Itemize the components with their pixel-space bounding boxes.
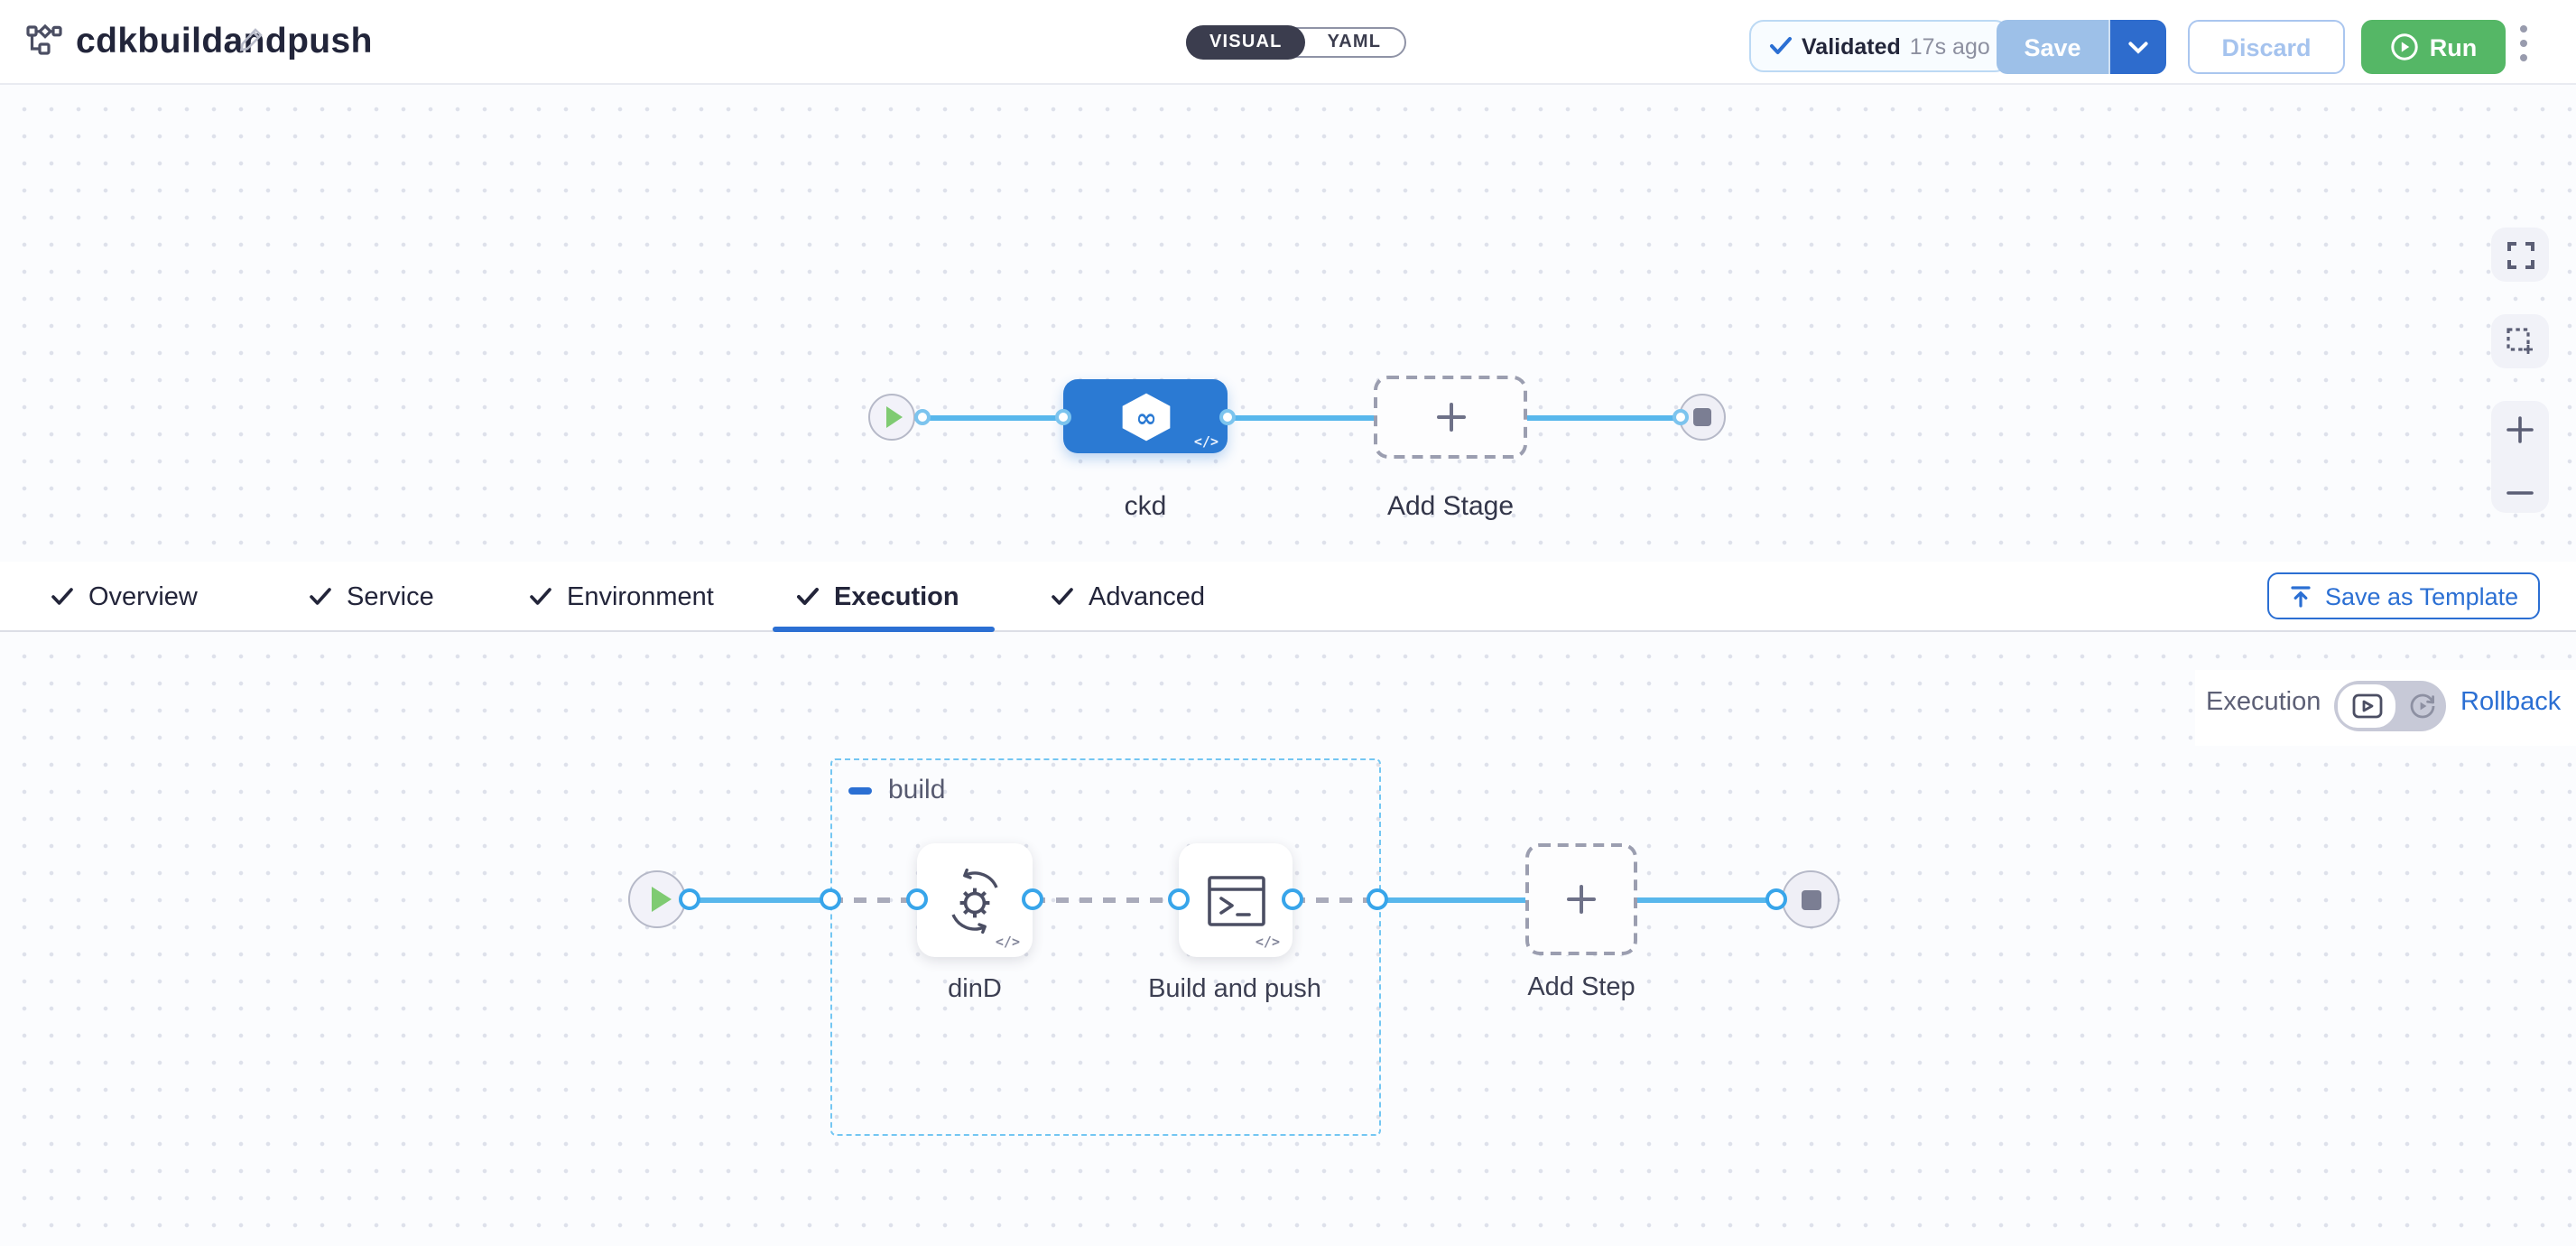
step-yaml-code-mark: </>: [1255, 934, 1280, 950]
validation-status-badge[interactable]: Validated 17s ago: [1749, 20, 2010, 72]
save-options-caret-button[interactable]: [2108, 20, 2166, 74]
exec-connector-line: [657, 897, 830, 902]
fullscreen-icon: [2507, 241, 2534, 268]
exec-dashed-connector: [830, 897, 917, 902]
validation-time: 17s ago: [1909, 33, 1990, 59]
add-stage-button[interactable]: [1374, 376, 1527, 459]
link-port[interactable]: [1219, 409, 1236, 425]
stage-name-label: ckd: [1124, 491, 1167, 522]
run-button[interactable]: Run: [2361, 20, 2506, 74]
stage-canvas: ∞ </> ckd Add Stage: [0, 85, 2576, 562]
add-step-label: Add Step: [1527, 973, 1635, 1002]
check-icon: [797, 588, 819, 605]
execution-end-node: [1782, 870, 1839, 928]
add-stage-label: Add Stage: [1386, 491, 1515, 522]
add-icon: [1436, 403, 1465, 432]
step-node-build-and-push[interactable]: </>: [1179, 843, 1293, 957]
tab-execution[interactable]: Execution: [796, 562, 959, 632]
stop-square-icon: [1693, 408, 1711, 426]
add-icon: [1567, 885, 1596, 914]
rollback-view-icon: [2410, 693, 2435, 719]
add-step-button[interactable]: [1525, 843, 1637, 955]
link-port[interactable]: [1022, 888, 1043, 910]
link-port[interactable]: [1367, 888, 1388, 910]
check-icon: [530, 588, 551, 605]
link-port[interactable]: [914, 409, 931, 425]
rollback-view-button[interactable]: [2399, 692, 2446, 721]
execution-canvas: Execution Rollback build: [0, 632, 2576, 1246]
link-port[interactable]: [1168, 888, 1190, 910]
zoom-in-icon[interactable]: [2506, 415, 2534, 444]
start-play-icon: [651, 887, 671, 912]
stage-tabbar: Overview Service Environment Execution A…: [0, 562, 2576, 632]
link-port[interactable]: [1673, 409, 1689, 425]
stop-square-icon: [1801, 889, 1821, 909]
link-port[interactable]: [906, 888, 928, 910]
kebab-menu-icon[interactable]: [2516, 22, 2531, 65]
pipeline-icon: [26, 23, 62, 55]
tab-overview[interactable]: Overview: [51, 562, 198, 632]
save-as-template-label: Save as Template: [2325, 582, 2519, 609]
execution-rollback-toggle: [2334, 681, 2446, 731]
exec-dashed-connector: [1033, 897, 1179, 902]
group-name-label: build: [888, 775, 946, 805]
ci-stage-icon: ∞: [1121, 392, 1170, 441]
step-name-label: Build and push: [1148, 975, 1321, 1004]
gear-sync-icon: [951, 867, 998, 934]
run-label: Run: [2429, 33, 2478, 60]
step-yaml-code-mark: </>: [995, 934, 1020, 950]
check-icon: [310, 588, 331, 605]
run-play-icon: [2391, 33, 2418, 60]
execution-start-node: [628, 870, 686, 928]
stage-node-ckd[interactable]: ∞ </>: [1063, 379, 1228, 453]
step-group-build: [830, 758, 1381, 1136]
check-icon: [1052, 588, 1073, 605]
exec-dashed-connector: [1293, 897, 1377, 902]
active-tab-underline: [773, 627, 995, 632]
marquee-select-button[interactable]: [2491, 314, 2549, 368]
collapse-group-button[interactable]: [848, 787, 872, 794]
visual-yaml-toggle: VISUAL YAML: [1186, 25, 1407, 60]
toggle-visual[interactable]: VISUAL: [1186, 25, 1306, 60]
discard-button[interactable]: Discard: [2188, 20, 2345, 74]
save-as-template-button[interactable]: Save as Template: [2267, 572, 2541, 619]
validation-label: Validated: [1802, 33, 1901, 59]
toggle-yaml[interactable]: YAML: [1327, 33, 1382, 52]
execution-view-button[interactable]: [2338, 684, 2395, 728]
terminal-icon: [1207, 875, 1265, 925]
stage-connector-line: [892, 414, 1702, 420]
check-icon: [1770, 37, 1792, 54]
header-bar: cdkbuildandpush VISUAL YAML Validated 17…: [0, 0, 2576, 85]
step-node-dind[interactable]: </>: [917, 843, 1033, 957]
stage-yaml-code-mark: </>: [1193, 433, 1219, 450]
execution-view-icon: [2351, 693, 2382, 719]
edit-pencil-icon[interactable]: [236, 25, 265, 54]
step-name-label: dinD: [948, 975, 1002, 1004]
chevron-down-icon: [2128, 41, 2148, 53]
link-port[interactable]: [1765, 888, 1787, 910]
marquee-select-icon: [2507, 328, 2533, 354]
zoom-out-icon[interactable]: [2506, 488, 2534, 498]
upload-template-icon: [2291, 585, 2311, 607]
tab-advanced[interactable]: Advanced: [1051, 562, 1205, 632]
tab-environment[interactable]: Environment: [529, 562, 714, 632]
link-port[interactable]: [820, 888, 841, 910]
pipeline-end-node: [1679, 394, 1726, 441]
page-title: cdkbuildandpush: [76, 22, 373, 61]
rollback-link[interactable]: Rollback: [2460, 688, 2562, 717]
zoom-controls: [2491, 401, 2549, 513]
link-port[interactable]: [679, 888, 700, 910]
link-port[interactable]: [1282, 888, 1303, 910]
check-icon: [51, 588, 73, 605]
svg-text:∞: ∞: [1135, 402, 1156, 432]
fullscreen-button[interactable]: [2491, 228, 2549, 282]
link-port[interactable]: [1055, 409, 1071, 425]
execution-view-label: Execution: [2206, 688, 2321, 717]
pipeline-start-node: [868, 394, 915, 441]
tab-service[interactable]: Service: [309, 562, 434, 632]
start-play-icon: [886, 406, 903, 428]
save-button[interactable]: Save: [1997, 20, 2108, 74]
